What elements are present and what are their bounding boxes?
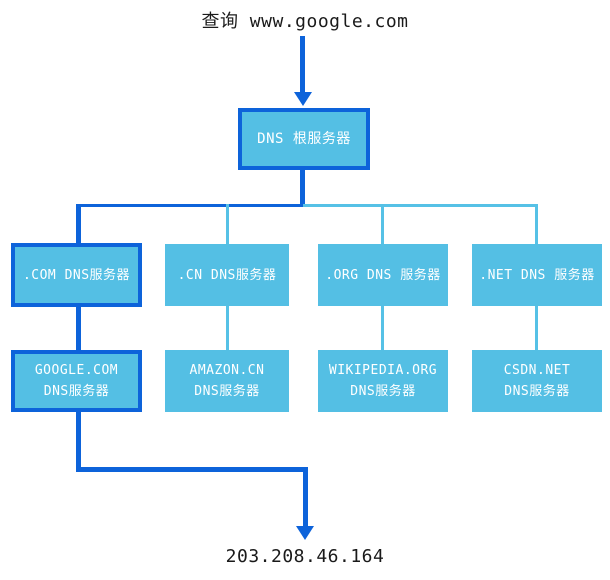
connector-result-vertical-2: [303, 467, 308, 526]
auth-node-amazon-line2: DNS服务器: [194, 384, 260, 399]
tld-node-cn: .CN DNS服务器: [165, 244, 289, 306]
connector-bus-right: [303, 204, 537, 207]
result-ip: 203.208.46.164: [225, 546, 385, 567]
tld-node-cn-label: .CN DNS服务器: [177, 267, 277, 283]
auth-node-google: GOOGLE.COM DNS服务器: [11, 350, 142, 412]
root-dns-server-label: DNS 根服务器: [257, 130, 351, 147]
auth-node-wikipedia-line1: WIKIPEDIA.ORG: [328, 363, 438, 378]
connector-drop-org: [381, 204, 384, 244]
connector-drop-com: [76, 204, 81, 243]
arrow-result-head: [296, 526, 314, 540]
auth-node-amazon: AMAZON.CN DNS服务器: [165, 350, 289, 412]
connector-drop-cn: [226, 204, 229, 244]
auth-node-wikipedia-line2: DNS服务器: [350, 384, 416, 399]
arrow-query-to-root-head: [294, 92, 312, 106]
connector-com-to-google: [76, 306, 81, 352]
arrow-query-to-root-line: [300, 36, 305, 93]
auth-node-google-line2: DNS服务器: [43, 384, 110, 399]
auth-node-csdn-line2: DNS服务器: [504, 384, 570, 399]
auth-node-amazon-line1: AMAZON.CN: [189, 363, 265, 378]
auth-node-csdn-line1: CSDN.NET: [503, 363, 571, 378]
root-dns-server-node: DNS 根服务器: [238, 108, 370, 170]
connector-cn-to-amazon: [226, 306, 229, 352]
auth-node-csdn: CSDN.NET DNS服务器: [472, 350, 602, 412]
tld-node-net-label: .NET DNS 服务器: [479, 267, 595, 283]
connector-drop-net: [535, 204, 538, 244]
tld-node-org-label: .ORG DNS 服务器: [325, 267, 441, 283]
tld-node-com-label: .COM DNS服务器: [22, 267, 131, 283]
connector-root-stem: [300, 170, 305, 207]
tld-node-net: .NET DNS 服务器: [472, 244, 602, 306]
tld-node-org: .ORG DNS 服务器: [318, 244, 448, 306]
connector-result-horizontal: [76, 467, 308, 472]
query-title: 查询 www.google.com: [201, 11, 409, 32]
connector-result-vertical-1: [76, 412, 81, 472]
tld-node-com: .COM DNS服务器: [11, 243, 142, 307]
connector-org-to-wikipedia: [381, 306, 384, 352]
connector-net-to-csdn: [535, 306, 538, 352]
auth-node-google-line1: GOOGLE.COM: [34, 363, 119, 378]
auth-node-wikipedia: WIKIPEDIA.ORG DNS服务器: [318, 350, 448, 412]
connector-bus-left-highlighted: [76, 204, 303, 207]
